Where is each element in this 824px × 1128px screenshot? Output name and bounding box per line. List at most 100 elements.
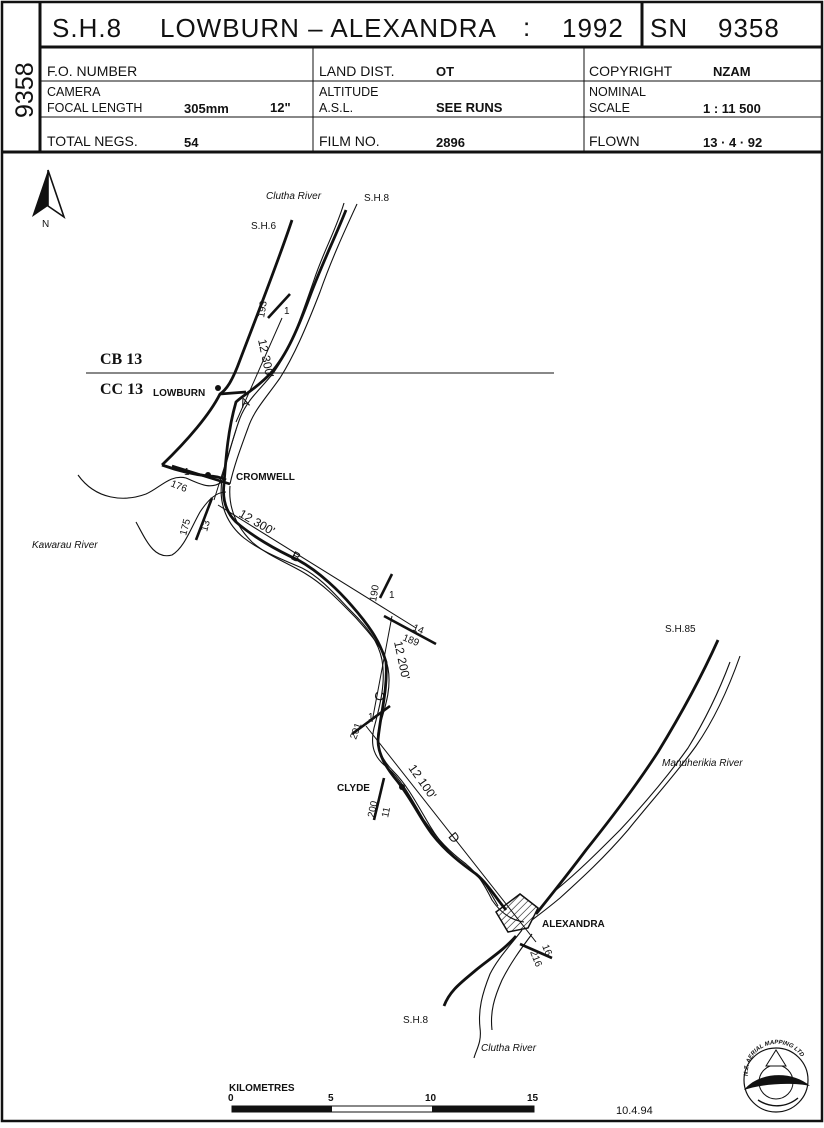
run-c-line xyxy=(371,615,393,723)
sh8-road-north xyxy=(222,209,508,911)
scale-bar-segment-0-5 xyxy=(232,1106,332,1112)
clutha-river-south-bank xyxy=(490,933,533,1031)
frame-201: 201 xyxy=(348,721,364,741)
run-a-line-lower xyxy=(213,429,237,501)
frame-201-run: 1 xyxy=(368,712,374,723)
title-road: S.H.8 xyxy=(52,13,122,43)
frame-175: 175 xyxy=(178,517,193,536)
north-label: N xyxy=(42,219,49,230)
run-c-label: C xyxy=(371,690,387,702)
north-arrow-icon: N xyxy=(32,169,66,230)
title-colon: : xyxy=(523,12,531,42)
frame-mark-200 xyxy=(372,777,386,821)
alexandra-urban-area xyxy=(495,893,539,933)
frame-176-run: 1 xyxy=(184,467,190,478)
altitude-value: SEE RUNS xyxy=(436,100,503,115)
road-sh85-label: S.H.85 xyxy=(665,624,696,635)
run-a-label: A xyxy=(238,394,252,411)
land-dist-value: OT xyxy=(436,64,454,79)
scale-tick-0: 0 xyxy=(228,1093,234,1104)
title-route: LOWBURN – ALEXANDRA xyxy=(160,13,497,43)
total-negs-value: 54 xyxy=(184,135,199,150)
total-negs-label: TOTAL NEGS. xyxy=(47,133,138,149)
run-d-label: D xyxy=(445,829,463,846)
land-dist-label: LAND DIST. xyxy=(319,63,394,79)
map-area: N CB 13 CC 13 xyxy=(32,169,743,1059)
sh85-road xyxy=(534,639,720,915)
lowburn-connector xyxy=(219,390,247,396)
sheet-id-vertical: 9358 xyxy=(11,62,39,118)
frame-200: 200 xyxy=(366,800,380,819)
frame-193: 193 xyxy=(256,300,270,319)
river-kawarau-label: Kawarau River xyxy=(32,540,98,551)
sh8-road-south xyxy=(442,935,518,1007)
run-d-line xyxy=(365,725,537,943)
road-sh6-label: S.H.6 xyxy=(251,221,276,232)
scale-bar-title: KILOMETRES xyxy=(229,1083,295,1094)
film-no-value: 2896 xyxy=(436,135,465,150)
frame-193-run: 1 xyxy=(284,306,290,317)
sn-label: SN xyxy=(650,13,688,43)
flown-value: 13 · 4 · 92 xyxy=(703,135,762,150)
frame-190: 190 xyxy=(368,584,382,603)
frame-190-run: 1 xyxy=(389,590,395,601)
flight-runs xyxy=(213,317,537,943)
print-date: 10.4.94 xyxy=(616,1105,653,1117)
frame-200-run: 11 xyxy=(380,806,393,819)
kawarau-river xyxy=(77,474,223,499)
clyde-marker xyxy=(399,784,405,790)
scale-tick-5: 5 xyxy=(328,1093,334,1104)
frame-189-run: 14 xyxy=(411,623,426,638)
run-d-altitude: 12 100' xyxy=(406,762,440,802)
film-no-label: FILM NO. xyxy=(319,133,380,149)
title-year: 1992 xyxy=(562,13,624,43)
frame-mark-190 xyxy=(378,573,394,599)
copyright-value: NZAM xyxy=(713,64,751,79)
road-sh8-north-label: S.H.8 xyxy=(364,193,389,204)
cromwell-marker xyxy=(205,472,211,478)
asl-label: A.S.L. xyxy=(319,101,353,115)
nominal-label: NOMINAL xyxy=(589,85,646,99)
road-sh8-south-label: S.H.8 xyxy=(403,1015,428,1026)
altitude-label: ALTITUDE xyxy=(319,85,379,99)
focal-length-in: 12" xyxy=(270,100,291,115)
frame-175-run: 13 xyxy=(199,519,213,533)
frame-176: 176 xyxy=(169,479,189,496)
sh6-road xyxy=(161,219,294,467)
frame-markers xyxy=(171,293,553,960)
copyright-label: COPYRIGHT xyxy=(589,63,673,79)
place-alexandra: ALEXANDRA xyxy=(542,919,605,930)
clutha-river-south xyxy=(473,929,523,1059)
scale-bar: KILOMETRES 0 5 10 15 xyxy=(228,1083,539,1113)
scale-label: SCALE xyxy=(589,101,630,115)
place-cromwell: CROMWELL xyxy=(236,472,295,483)
nz-aerial-mapping-logo: N.Z. AERIAL MAPPING LTD xyxy=(743,1040,810,1113)
run-b-altitude: 12 300' xyxy=(237,506,278,538)
fo-number-label: F.O. NUMBER xyxy=(47,63,137,79)
scale-tick-15: 15 xyxy=(527,1093,539,1104)
frame-mark-216 xyxy=(519,942,553,960)
clutha-river-north-bank xyxy=(229,203,358,485)
focal-length-mm: 305mm xyxy=(184,101,229,116)
scale-bar-segment-10-15 xyxy=(432,1106,534,1112)
sn-value: 9358 xyxy=(718,13,780,43)
map-sheet-cb13: CB 13 xyxy=(100,351,142,368)
clutha-river-middle xyxy=(220,479,525,923)
place-clyde: CLYDE xyxy=(337,783,370,794)
run-b-line xyxy=(217,504,417,629)
frame-mark-175 xyxy=(194,497,214,541)
focal-length-label: FOCAL LENGTH xyxy=(47,101,142,115)
kawarau-river-bank xyxy=(135,491,227,557)
manuherikia-river xyxy=(531,655,741,921)
frame-216-run: 16 xyxy=(539,943,554,958)
frame-mark-193 xyxy=(267,293,291,319)
run-a-line xyxy=(235,317,283,423)
scale-value: 1 : 11 500 xyxy=(703,101,761,116)
camera-label: CAMERA xyxy=(47,85,101,99)
frame-mark-201 xyxy=(351,704,391,736)
map-sheet-cc13: CC 13 xyxy=(100,381,143,398)
lowburn-marker xyxy=(215,385,221,391)
